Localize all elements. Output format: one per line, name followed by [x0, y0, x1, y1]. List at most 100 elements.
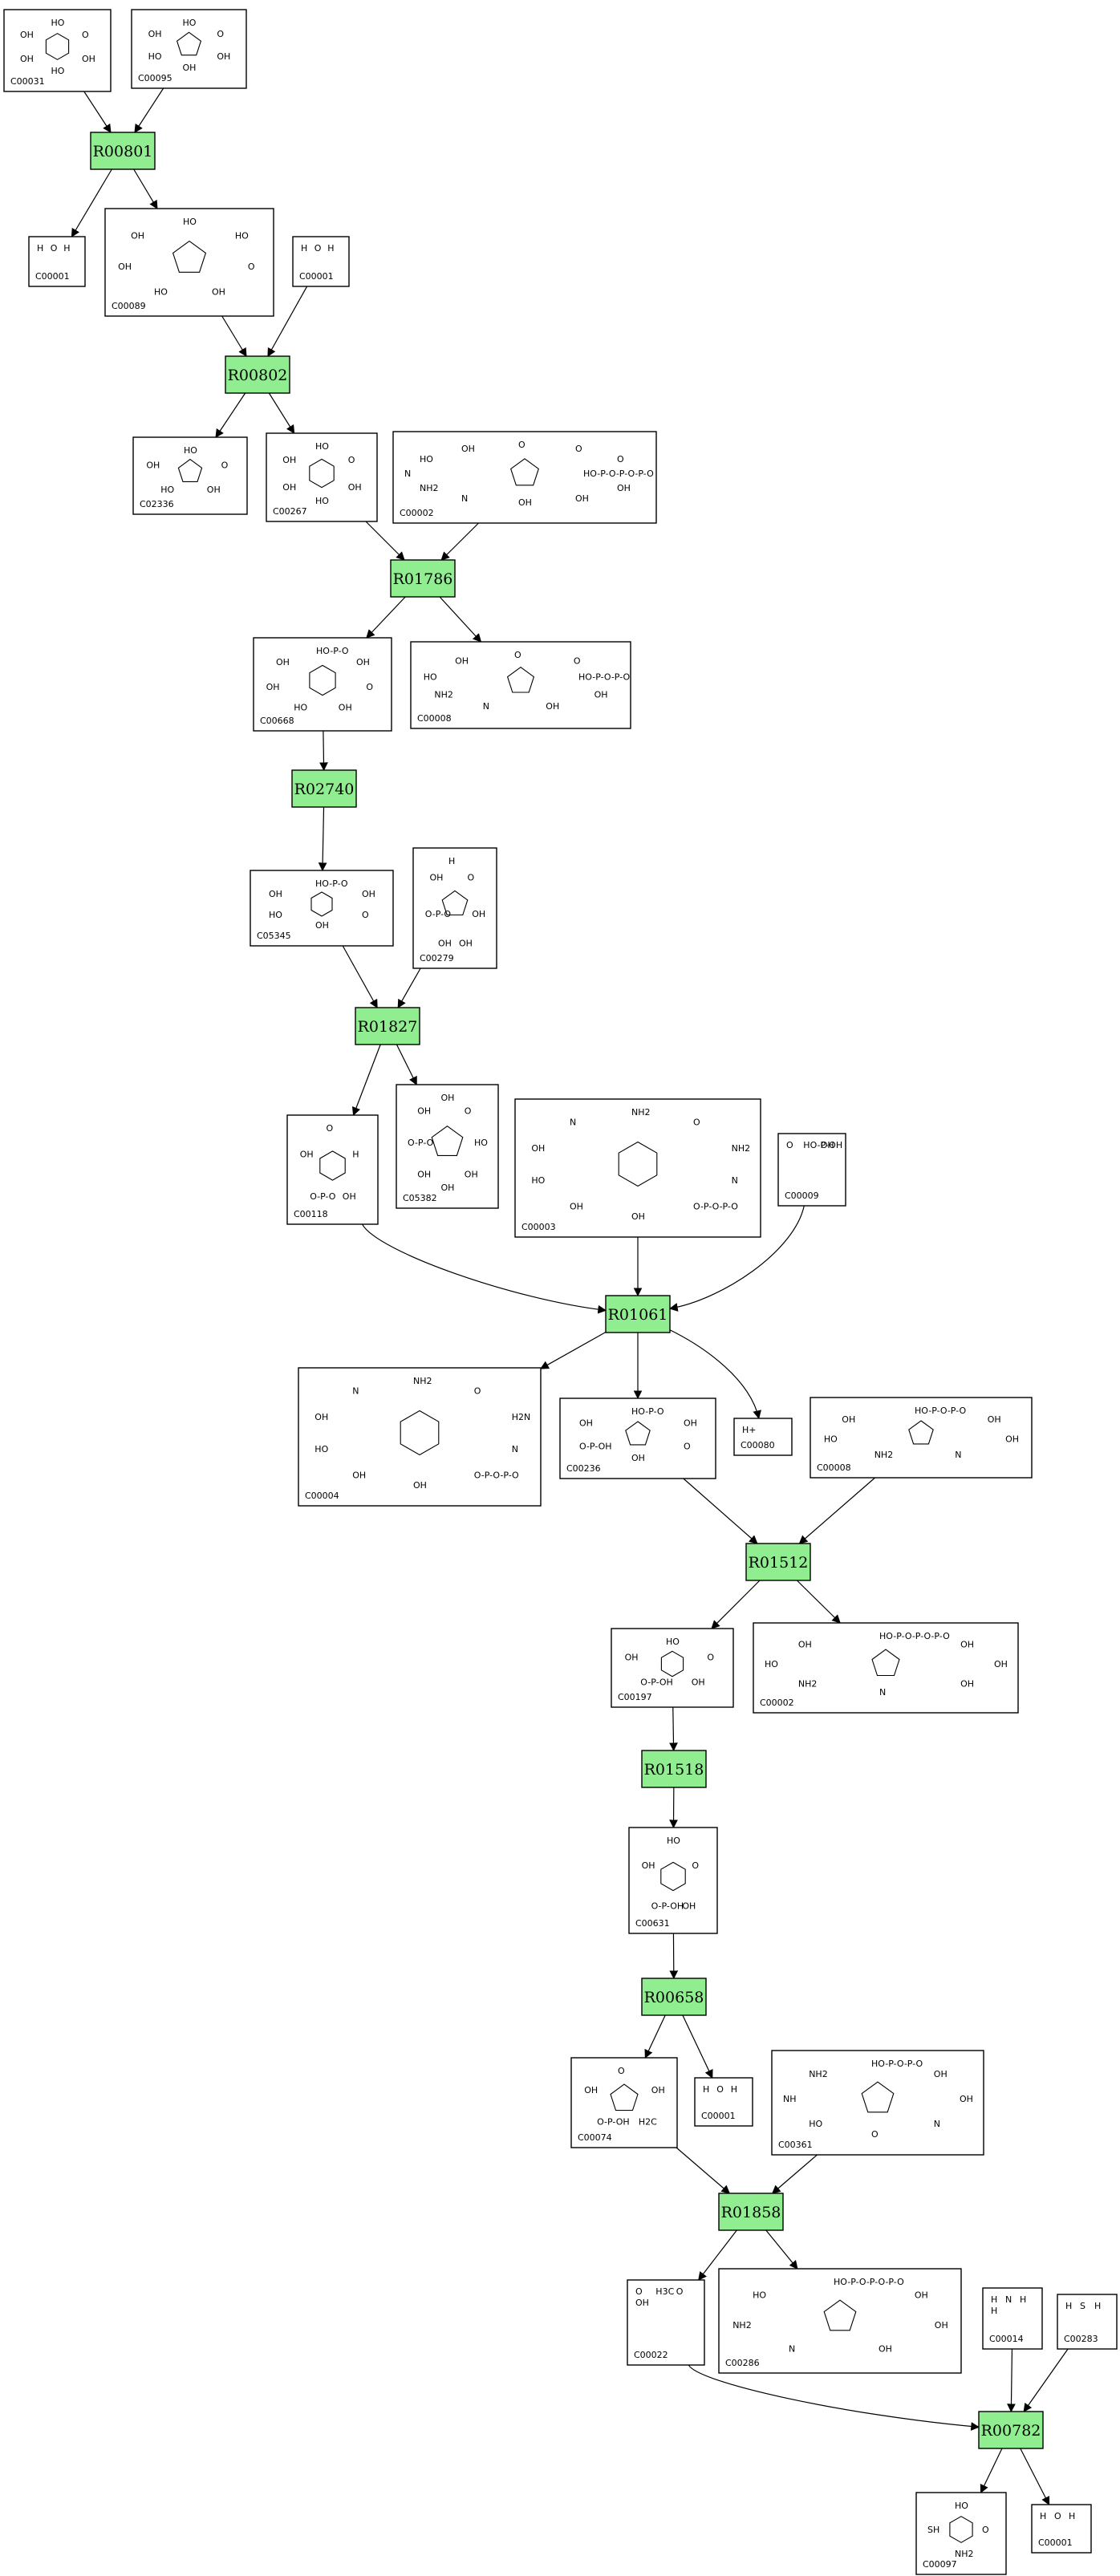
atom-label: OH	[960, 1679, 974, 1690]
atom-label: NH2	[955, 2549, 974, 2559]
atom-label: O	[692, 1860, 699, 1871]
atom-label: OH	[960, 2094, 973, 2104]
atom-label: HO-P-OH	[803, 1140, 842, 1150]
reaction-node-R00802[interactable]: R00802	[225, 355, 290, 394]
atom-label: O	[574, 656, 581, 667]
compound-box	[627, 2279, 705, 2366]
atom-label: O	[465, 1105, 472, 1116]
reaction-node-R00658[interactable]: R00658	[641, 1978, 707, 2016]
reaction-node-R01827[interactable]: R01827	[355, 1007, 420, 1045]
atom-label: O	[474, 1385, 481, 1396]
atom-label: OH	[118, 262, 132, 272]
atom-label: HO	[148, 51, 162, 62]
atom-label: N	[879, 1687, 886, 1698]
edge-C00197-to-R01518	[669, 1706, 678, 1752]
atom-label: O-P-O-P-O	[474, 1471, 519, 1481]
atom-label: O	[51, 243, 58, 254]
reaction-node-R01518[interactable]: R01518	[641, 1750, 707, 1788]
compound-id-label: C00286	[725, 2358, 760, 2368]
reaction-id-label: R01858	[721, 2204, 781, 2221]
atom-label: N	[352, 1385, 359, 1396]
atom-label: OH	[417, 1105, 431, 1116]
ring-bond	[177, 458, 203, 482]
ring-bond	[823, 2299, 857, 2331]
atom-label: H	[63, 243, 70, 254]
reaction-box	[390, 559, 456, 598]
atom-label: OH	[212, 286, 225, 297]
compound-id-label: C00008	[417, 713, 452, 724]
atom-label: OH	[594, 690, 608, 700]
edge-R02740-to-C05345	[318, 806, 327, 872]
atom-label: NH2	[420, 483, 439, 493]
reaction-node-R00782[interactable]: R00782	[978, 2411, 1044, 2449]
edge-R00782-to-C00097	[980, 2448, 1003, 2493]
atom-label: H	[731, 2084, 737, 2095]
reaction-node-R01512[interactable]: R01512	[745, 1543, 811, 1581]
atom-label: OH	[546, 701, 559, 712]
ring-bond	[618, 1141, 658, 1187]
reaction-node-R01858[interactable]: R01858	[718, 2193, 784, 2231]
reaction-node-R02740[interactable]: R02740	[291, 769, 357, 808]
atom-label: O	[514, 650, 521, 660]
reaction-node-R00801[interactable]: R00801	[90, 132, 156, 170]
edge-C00074-to-R01858	[676, 2147, 731, 2194]
compound-box	[3, 9, 112, 92]
atom-label: OH	[417, 1170, 431, 1180]
compound-box	[250, 870, 394, 947]
compound-box	[253, 637, 392, 732]
reaction-node-R01061[interactable]: R01061	[605, 1295, 671, 1333]
compound-box	[104, 208, 274, 317]
atom-label: HO	[753, 2290, 766, 2301]
compound-box	[286, 1114, 379, 1225]
atom-label: OH	[131, 230, 144, 241]
atom-label: OH	[20, 30, 34, 40]
compound-id-label: C05345	[257, 931, 291, 941]
compound-id-label: C00001	[35, 271, 70, 282]
compound-node-C00080[interactable]: H+C00080	[733, 1418, 793, 1456]
atom-label: H	[1065, 2301, 1072, 2311]
atom-label: H	[991, 2306, 997, 2316]
atom-label: OH	[988, 1414, 1001, 1425]
compound-id-label: C00031	[10, 76, 45, 87]
reaction-box	[641, 1978, 707, 2016]
atom-label: OH	[282, 455, 296, 465]
atom-label: OH	[183, 63, 197, 73]
atom-label: HO	[315, 496, 329, 506]
atom-label: OH	[362, 889, 375, 899]
atom-label: OH	[339, 702, 352, 712]
reaction-node-R01786[interactable]: R01786	[390, 559, 456, 598]
atom-label: OH	[461, 444, 475, 454]
